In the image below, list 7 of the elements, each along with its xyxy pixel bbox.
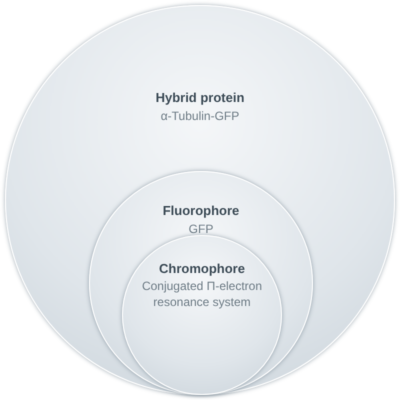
description-text: GFP (188, 221, 214, 237)
heading-text: Hybrid protein (156, 90, 244, 105)
heading-text: Fluorophore (162, 203, 240, 218)
description-text: Conjugated Π-electron resonance system (140, 278, 264, 310)
description-text: α-Tubulin-GFP (160, 108, 240, 124)
nested-circle (122, 235, 282, 395)
heading-text: Chromophore (159, 261, 245, 276)
